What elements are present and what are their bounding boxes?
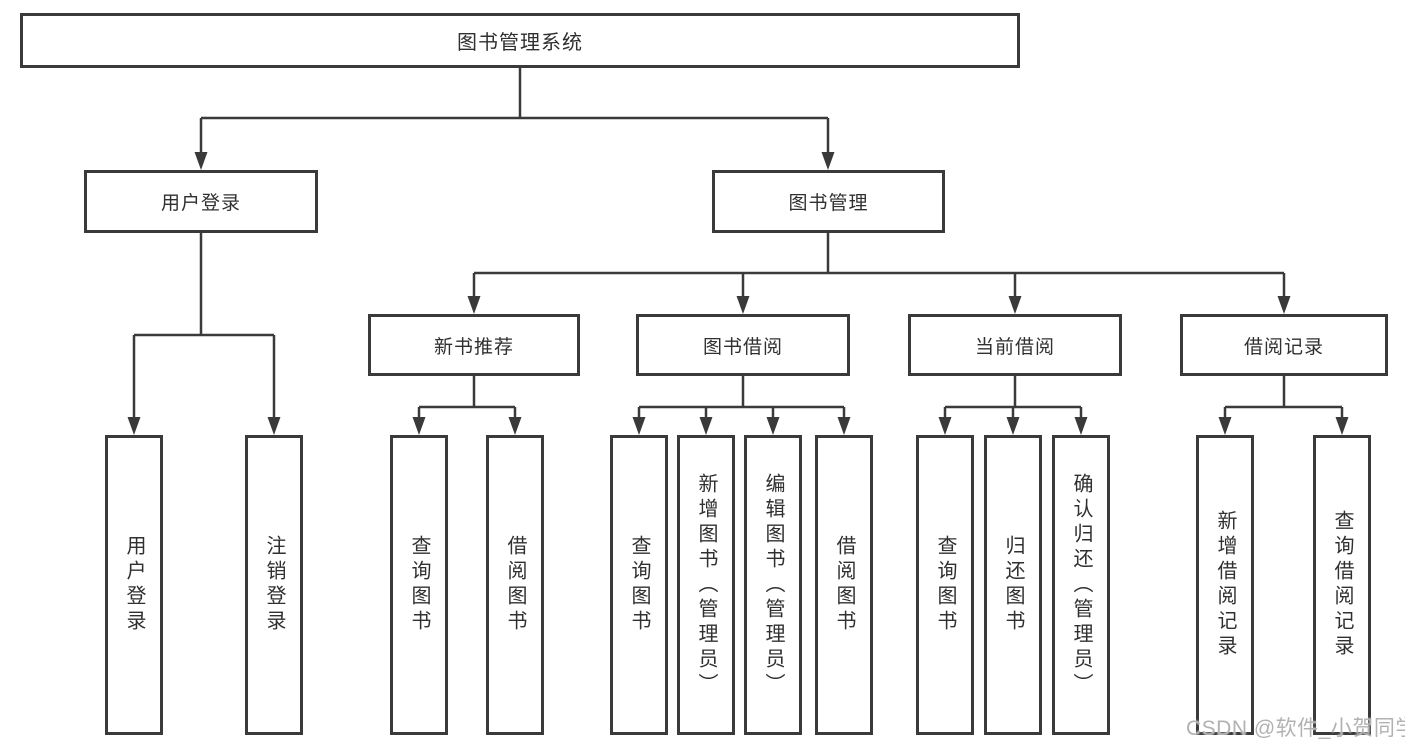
node-borrowing-records: 借阅记录	[1180, 314, 1388, 376]
leaf-query-books-recommend: 查询图书	[390, 435, 448, 735]
node-label: 借阅记录	[1243, 336, 1324, 358]
node-label: 图书管理系统	[457, 32, 583, 54]
leaf-user-login: 用户登录	[105, 435, 163, 735]
leaf-edit-book-admin: 编辑图书（管理员）	[744, 435, 802, 735]
leaf-add-borrow-record: 新增借阅记录	[1196, 435, 1254, 735]
csdn-watermark: CSDN @软件_小贺同学	[1186, 717, 1405, 740]
leaf-confirm-return-admin: 确认归还（管理员）	[1052, 435, 1110, 735]
node-label: 图书借阅	[702, 336, 783, 358]
leaf-label: 查询借阅记录	[1331, 510, 1353, 660]
leaf-label: 新增借阅记录	[1214, 510, 1236, 660]
leaf-add-book-admin: 新增图书（管理员）	[677, 435, 735, 735]
leaf-query-borrow-record: 查询借阅记录	[1313, 435, 1371, 735]
leaf-label: 编辑图书（管理员）	[762, 472, 784, 698]
leaf-label: 确认归还（管理员）	[1070, 472, 1092, 698]
node-label: 当前借阅	[974, 336, 1055, 358]
node-new-book-recommendation: 新书推荐	[368, 314, 580, 376]
node-book-management: 图书管理	[712, 170, 945, 233]
leaf-label: 查询图书	[408, 535, 430, 635]
leaf-borrow-books-recommend: 借阅图书	[486, 435, 544, 735]
leaf-query-books-current: 查询图书	[916, 435, 974, 735]
node-user-login: 用户登录	[84, 170, 318, 233]
leaf-label: 查询图书	[934, 535, 956, 635]
leaf-label: 用户登录	[123, 535, 145, 635]
leaf-label: 归还图书	[1002, 535, 1024, 635]
leaf-logout: 注销登录	[245, 435, 303, 735]
node-book-borrowing: 图书借阅	[636, 314, 850, 376]
leaf-borrow-books: 借阅图书	[815, 435, 873, 735]
leaf-return-books: 归还图书	[984, 435, 1042, 735]
leaf-label: 新增图书（管理员）	[695, 472, 717, 698]
leaf-label: 查询图书	[628, 535, 650, 635]
leaf-query-books-borrow: 查询图书	[610, 435, 668, 735]
node-library-management-system: 图书管理系统	[20, 13, 1020, 68]
node-label: 用户登录	[160, 193, 241, 214]
node-current-borrowing: 当前借阅	[908, 314, 1122, 376]
node-label: 新书推荐	[433, 336, 514, 358]
node-label: 图书管理	[788, 193, 869, 214]
leaf-label: 注销登录	[263, 535, 285, 635]
leaf-label: 借阅图书	[833, 535, 855, 635]
leaf-label: 借阅图书	[504, 535, 526, 635]
